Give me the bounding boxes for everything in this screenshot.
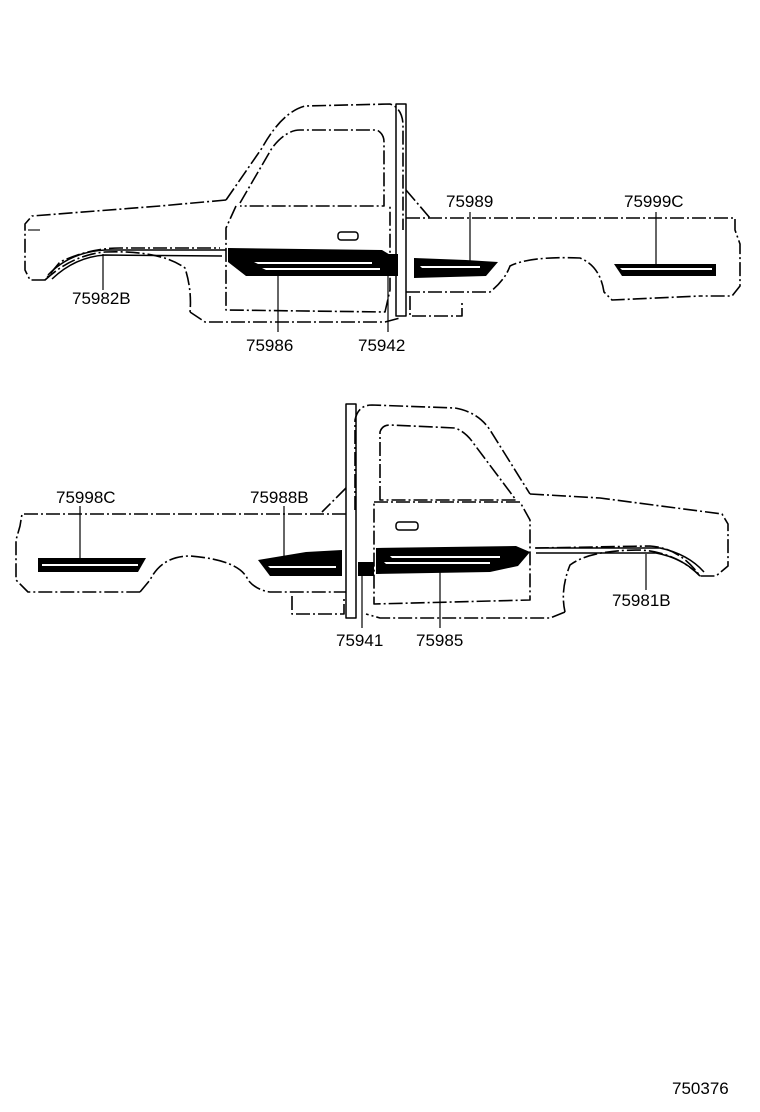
callout-75982b: 75982B (72, 289, 131, 308)
bottom-step-box (291, 596, 345, 615)
top-cab-roof-outline (225, 103, 404, 230)
bottom-door-outline (373, 501, 531, 605)
top-truck-illustration (24, 103, 741, 323)
top-leader-lines (102, 212, 657, 332)
callout-75942: 75942 (358, 336, 405, 355)
top-front-wheel-arch (44, 251, 192, 313)
top-bed-rail-outline (406, 217, 741, 297)
bottom-stripe-decals (38, 546, 530, 576)
callout-75985: 75985 (416, 631, 463, 650)
figure-number: 750376 (672, 1079, 729, 1098)
stripe-75988b (258, 550, 342, 576)
bottom-truck-illustration (15, 403, 729, 619)
top-hood-outline (24, 199, 227, 281)
stripe-75941 (358, 562, 374, 576)
top-step-box (409, 296, 463, 317)
callout-75941: 75941 (336, 631, 383, 650)
top-cab-pillar (395, 103, 407, 317)
top-fender-trim-lower (51, 254, 223, 280)
top-stripe-decals (228, 248, 716, 278)
callout-75998c: 75998C (56, 488, 116, 507)
top-door-handle (337, 231, 359, 241)
top-bed-wheel-arch (406, 256, 701, 301)
stripe-75942 (382, 254, 398, 276)
bottom-door-window-outline (379, 424, 517, 501)
callout-75989: 75989 (446, 192, 493, 211)
callout-75988b: 75988B (250, 488, 309, 507)
bottom-cab-roof-outline (354, 404, 531, 510)
top-door-outline (225, 205, 391, 313)
bottom-hood-outline (529, 493, 729, 577)
bottom-fender-trim-lower (536, 552, 699, 575)
bottom-cab-back-outline (321, 487, 347, 513)
top-cab-back-outline (405, 189, 431, 219)
top-fender-trim (47, 249, 226, 276)
bottom-fender-trim (536, 547, 705, 573)
callout-75981b: 75981B (612, 591, 671, 610)
top-rocker-outline (189, 311, 401, 323)
bottom-bed-rail-outline (15, 513, 346, 593)
top-door-window-outline (239, 129, 385, 207)
bottom-rocker-outline (365, 611, 566, 619)
bottom-leader-lines (79, 506, 647, 628)
bottom-cab-pillar (345, 403, 357, 619)
callout-75986: 75986 (246, 336, 293, 355)
callout-75999c: 75999C (624, 192, 684, 211)
stripe-75985 (376, 546, 530, 574)
bottom-door-handle (395, 521, 419, 531)
bottom-bed-wheel-arch (139, 555, 346, 593)
